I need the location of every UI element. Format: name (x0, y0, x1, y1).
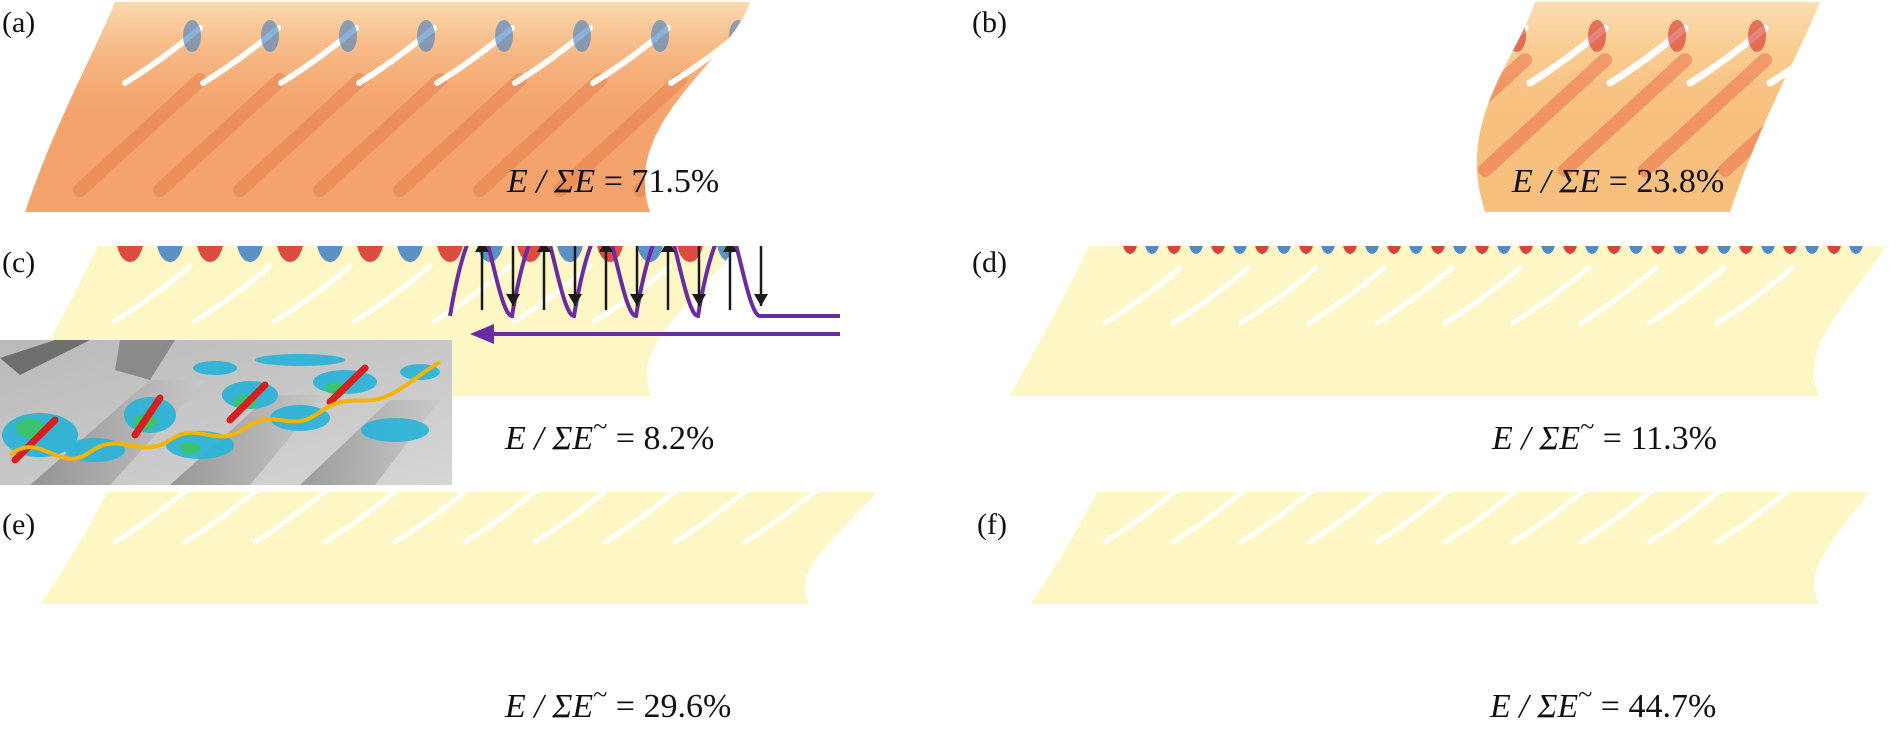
panel-e-ratio-prefix: E / ΣE (505, 688, 594, 725)
contour-field (1476, 2, 1820, 212)
panel-b-ratio-value: = 23.8% (1600, 163, 1725, 200)
panel-f: (f) E / ΣE~ = 44.7% (950, 492, 1900, 738)
panel-d-energy-ratio: E / ΣE~ = 11.3% (1492, 414, 1718, 457)
panel-b-label: (b) (972, 6, 1007, 39)
panel-a: (a) E / ΣE = 71.5% (0, 0, 950, 246)
panel-e-tilde: ~ (593, 680, 608, 709)
panel-f-energy-ratio: E / ΣE~ = 44.7% (1490, 682, 1717, 725)
panel-f-ratio-prefix: E / ΣE (1490, 688, 1579, 725)
contour-field (1010, 246, 1898, 396)
panel-f-label: (f) (977, 508, 1007, 541)
panel-a-ratio-prefix: E / ΣE (507, 163, 596, 200)
panel-b-energy-ratio: E / ΣE = 23.8% (1512, 165, 1724, 199)
contour-field (1030, 492, 1898, 604)
panel-b-field-plot (1476, 2, 1820, 212)
panel-f-tilde: ~ (1578, 680, 1593, 709)
panel-a-label: (a) (2, 6, 36, 39)
panel-c-ratio-prefix: E / ΣE (505, 420, 594, 457)
panel-b-ratio-prefix: E / ΣE (1512, 163, 1601, 200)
panel-c-ratio-value: = 8.2% (607, 420, 715, 457)
panel-e-ratio-value: = 29.6% (607, 688, 732, 725)
panel-a-ratio-value: = 71.5% (595, 163, 720, 200)
panel-a-energy-ratio: E / ΣE = 71.5% (507, 165, 719, 199)
panel-b: (b) E / ΣE = 23.8% (950, 0, 1900, 246)
panel-c-energy-ratio: E / ΣE~ = 8.2% (505, 414, 715, 457)
panel-c-label: (c) (2, 246, 36, 279)
panel-d-ratio-prefix: E / ΣE (1492, 420, 1581, 457)
contour-field (25, 2, 750, 212)
vortex-isosurface-inset (0, 340, 452, 485)
panel-c-tilde: ~ (593, 412, 608, 441)
panel-e: (e) E / ΣE~ = 29.6% (0, 492, 950, 738)
panel-c: (c) E / ΣE~ = 8.2% (0, 246, 950, 492)
panel-e-field-plot (40, 492, 910, 604)
contour-field (40, 492, 910, 604)
standing-wave-overlay (448, 246, 840, 344)
panel-d-ratio-value: = 11.3% (1594, 420, 1718, 457)
panel-d-field-plot (1010, 246, 1898, 396)
panel-d: (d) E / ΣE~ = 11.3% (950, 246, 1900, 492)
panel-e-label: (e) (2, 508, 36, 541)
vortex-isosurface-image (0, 340, 452, 485)
panel-f-ratio-value: = 44.7% (1592, 688, 1717, 725)
panel-d-label: (d) (972, 246, 1007, 279)
panel-e-energy-ratio: E / ΣE~ = 29.6% (505, 682, 732, 725)
panel-a-field-plot (25, 2, 750, 212)
panel-d-tilde: ~ (1580, 412, 1595, 441)
panel-f-field-plot (1030, 492, 1898, 604)
panel-c-field-plot (20, 246, 840, 396)
